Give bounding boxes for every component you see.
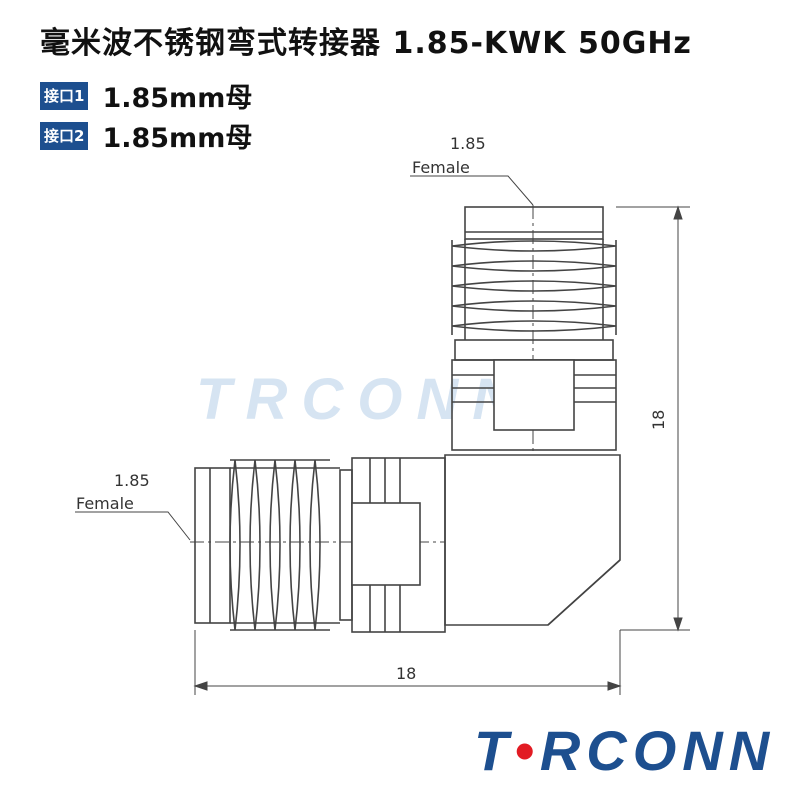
port-2-row: 接口2 1.85mm母 bbox=[40, 116, 252, 155]
trconn-logo: T•RCONN bbox=[474, 719, 776, 782]
product-title: 毫米波不锈钢弯式转接器 1.85-KWK 50GHz bbox=[40, 26, 692, 61]
top-size-label: 1.85 bbox=[450, 134, 486, 153]
port-2-value: 1.85mm母 bbox=[102, 123, 253, 154]
width-dimension-label: 18 bbox=[396, 664, 416, 683]
elbow-body bbox=[444, 454, 621, 626]
port-1-row: 接口1 1.85mm母 bbox=[40, 76, 252, 115]
dimension-width bbox=[193, 630, 622, 695]
watermark-logo: TRCONN bbox=[196, 367, 529, 432]
top-leader-line bbox=[410, 175, 534, 206]
top-connector-face bbox=[464, 206, 604, 240]
left-connector bbox=[194, 457, 446, 633]
left-gender-label: Female bbox=[76, 494, 134, 513]
top-threads bbox=[451, 240, 617, 332]
port-1-badge: 接口1 bbox=[40, 81, 89, 110]
left-threads bbox=[229, 459, 321, 631]
top-gender-label: Female bbox=[412, 158, 470, 177]
height-dimension-label: 18 bbox=[649, 410, 668, 430]
dimension-height bbox=[616, 205, 690, 632]
top-connector bbox=[451, 206, 617, 451]
left-size-label: 1.85 bbox=[114, 471, 150, 490]
port-1-value: 1.85mm母 bbox=[102, 83, 253, 114]
port-2-badge: 接口2 bbox=[40, 121, 89, 150]
left-leader-line bbox=[75, 511, 191, 541]
